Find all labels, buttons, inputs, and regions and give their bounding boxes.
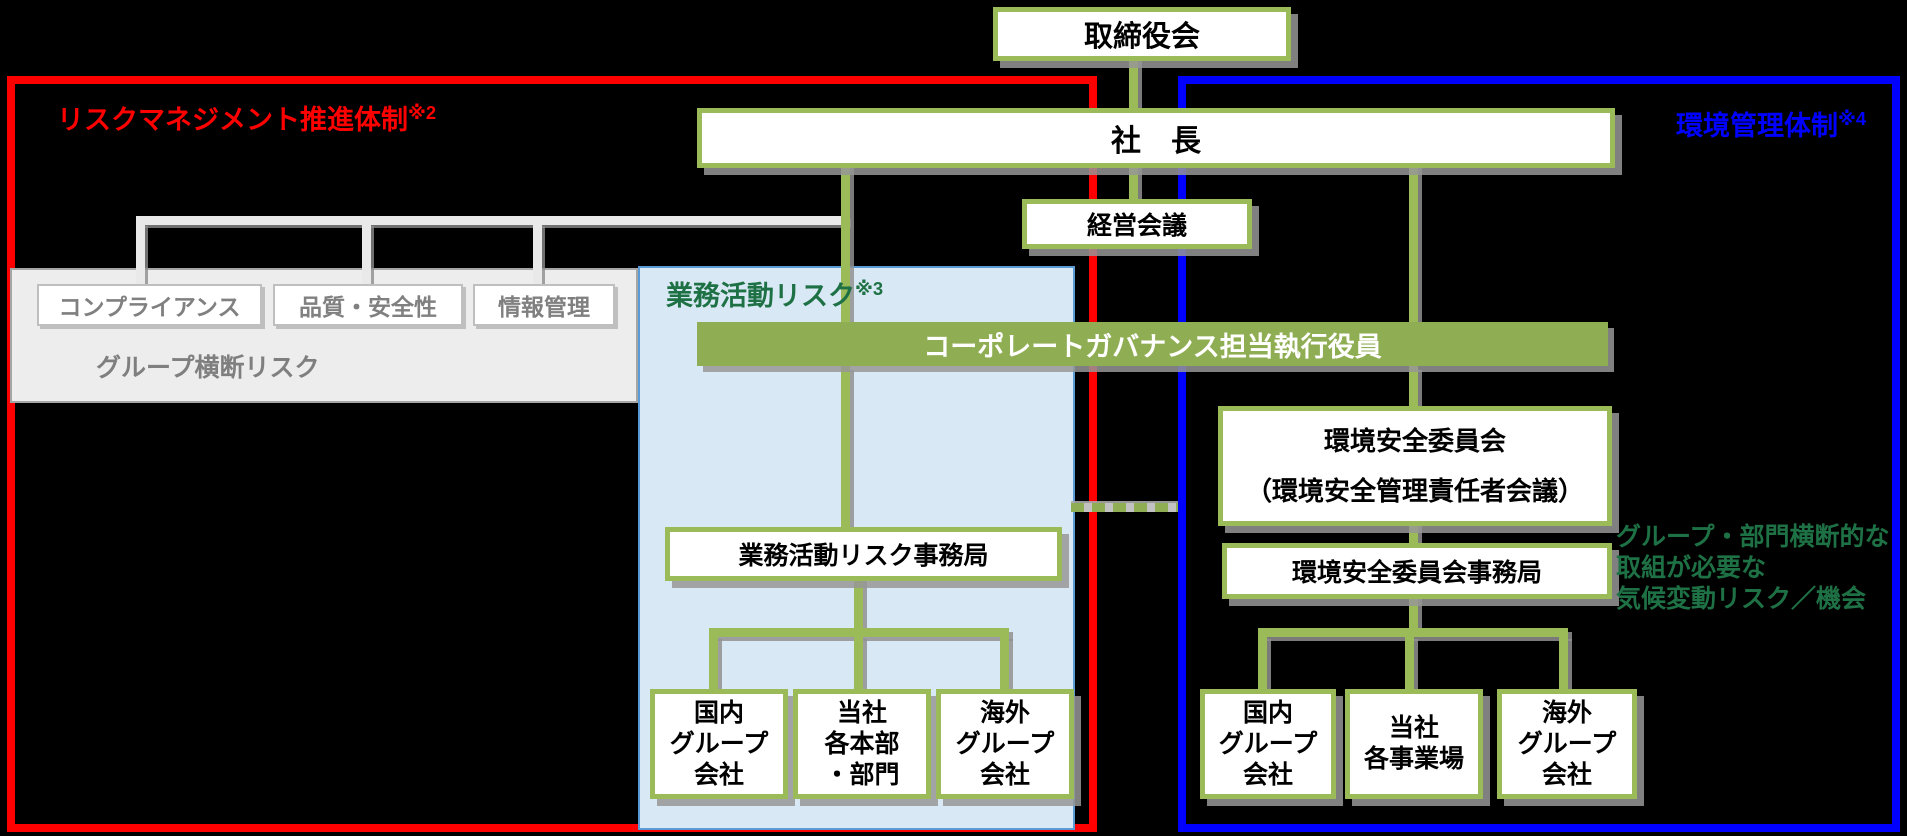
- connector-tree-drop-compliance: [136, 223, 145, 284]
- node-information-management: 情報管理: [473, 284, 615, 326]
- risk-management-zone-frame: [7, 76, 1097, 832]
- node-board-of-directors: 取締役会: [993, 7, 1291, 61]
- environment-zone-label: 環境管理体制※4: [1676, 104, 1866, 143]
- business-activity-risk-note-ref: ※3: [855, 278, 884, 299]
- connector-left-children-horizontal: [709, 628, 1009, 637]
- risk-management-zone-label-text: リスクマネジメント推進体制: [57, 105, 408, 135]
- node-business-activity-risk-office: 業務活動リスク事務局: [665, 527, 1062, 581]
- connector-bar-env-committee: [1409, 366, 1418, 410]
- environment-zone-frame: [1178, 76, 1900, 832]
- connector-committee-office: [1409, 516, 1418, 545]
- connector-dashed-link: [1071, 503, 1178, 512]
- connector-left-child-3: [1000, 635, 1009, 689]
- connector-tree-drop-information: [533, 223, 542, 284]
- connector-right-child-2: [1405, 635, 1414, 689]
- environment-zone-note-ref: ※4: [1838, 108, 1867, 129]
- environment-zone-label-text: 環境管理体制: [1676, 111, 1838, 141]
- node-environment-safety-committee: 環境安全委員会 （環境安全管理責任者会議）: [1218, 406, 1612, 526]
- connector-right-child-1: [1258, 635, 1267, 689]
- connector-business-office-down: [854, 571, 863, 633]
- connector-env-office-down: [1409, 589, 1418, 633]
- environment-annotation: グループ・部門横断的な 取組が必要な 気候変動リスク／機会: [1616, 523, 1890, 613]
- connector-tree-drop-quality: [362, 223, 371, 284]
- connector-left-child-2: [854, 635, 863, 689]
- connector-tree-horizontal: [136, 216, 848, 225]
- node-environment-safety-committee-office: 環境安全委員会事務局: [1222, 543, 1612, 599]
- business-activity-risk-label-text: 業務活動リスク: [666, 281, 855, 311]
- node-left-domestic-group-companies: 国内 グループ 会社: [650, 689, 788, 799]
- connector-right-children-horizontal: [1258, 628, 1568, 637]
- risk-management-zone-label: リスクマネジメント推進体制※2: [57, 98, 436, 137]
- connector-board-president: [1129, 49, 1138, 110]
- connector-president-management-meeting: [1129, 156, 1138, 201]
- node-compliance: コンプライアンス: [37, 284, 262, 326]
- node-right-overseas-group-companies: 海外 グループ 会社: [1497, 689, 1637, 799]
- group-cross-risk-caption: グループ横断リスク: [96, 354, 320, 382]
- node-president: 社 長: [697, 108, 1615, 168]
- node-left-company-divisions: 当社 各本部 ・部門: [793, 689, 931, 799]
- connector-right-child-3: [1559, 635, 1568, 689]
- node-right-domestic-group-companies: 国内 グループ 会社: [1200, 689, 1336, 799]
- node-quality-safety: 品質・安全性: [273, 284, 463, 326]
- business-activity-risk-label: 業務活動リスク※3: [666, 274, 883, 313]
- connector-president-governance-bar-right: [1409, 156, 1418, 324]
- node-management-meeting: 経営会議: [1022, 199, 1252, 249]
- connector-left-child-1: [709, 635, 718, 689]
- risk-management-zone-note-ref: ※2: [408, 102, 437, 123]
- node-right-company-sites: 当社 各事業場: [1345, 689, 1483, 799]
- node-left-overseas-group-companies: 海外 グループ 会社: [936, 689, 1074, 799]
- connector-president-governance-bar-left: [841, 156, 850, 324]
- connector-bar-business-risk-office: [841, 366, 850, 529]
- node-corporate-governance-officer: コーポレートガバナンス担当執行役員: [697, 322, 1608, 366]
